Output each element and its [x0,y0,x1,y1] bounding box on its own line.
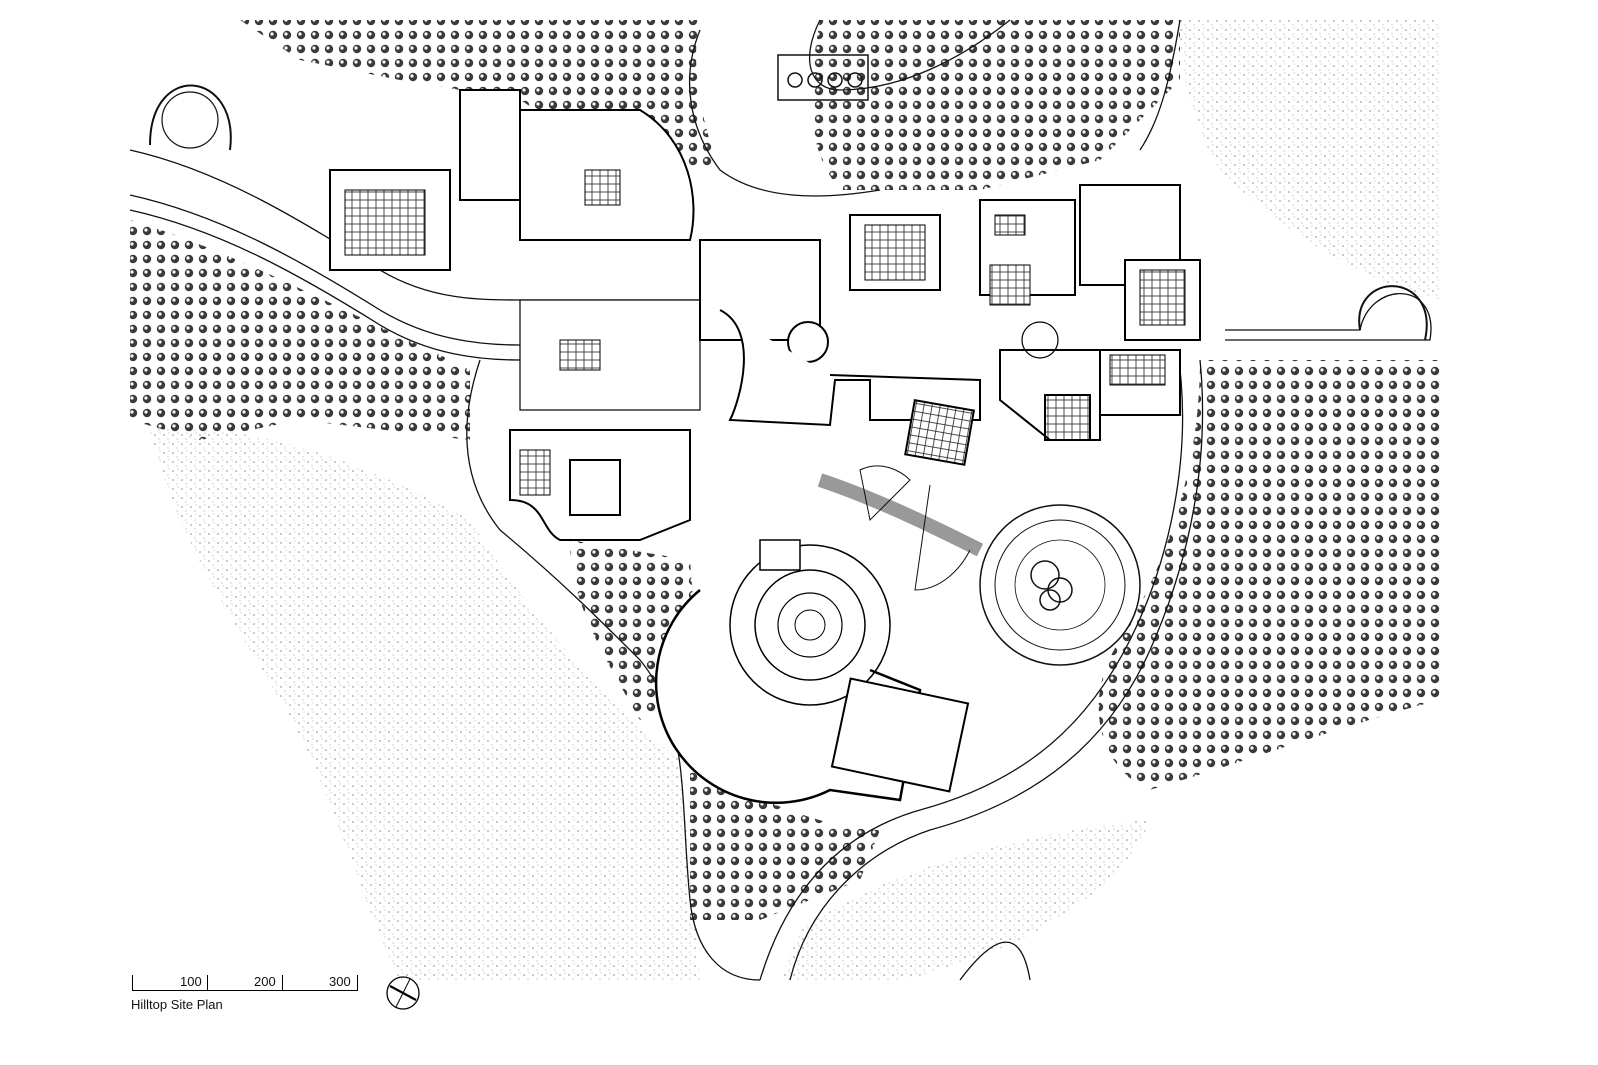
north-arrow-icon [386,976,420,1010]
tram-station [149,84,232,151]
building-east [459,89,521,201]
scale-label-200: 200 [254,974,276,989]
scale-bar: 100 200 300 [132,973,358,991]
east-tram-station [1358,285,1428,341]
scale-tick [282,975,283,991]
drawing-title: Hilltop Site Plan [131,997,223,1012]
scale-label-300: 300 [329,974,351,989]
roads [129,19,1432,981]
scale-tick [357,975,358,991]
natural-vegetation [150,20,1440,981]
research-institute [654,539,970,805]
scale-label-100: 100 [180,974,202,989]
parking-structure [777,54,869,101]
scale-bar-line [132,990,358,991]
arrival-plaza [519,299,701,411]
buildings [329,89,1201,541]
scale-tick [132,975,133,991]
scale-tick [207,975,208,991]
central-garden [817,465,1141,666]
